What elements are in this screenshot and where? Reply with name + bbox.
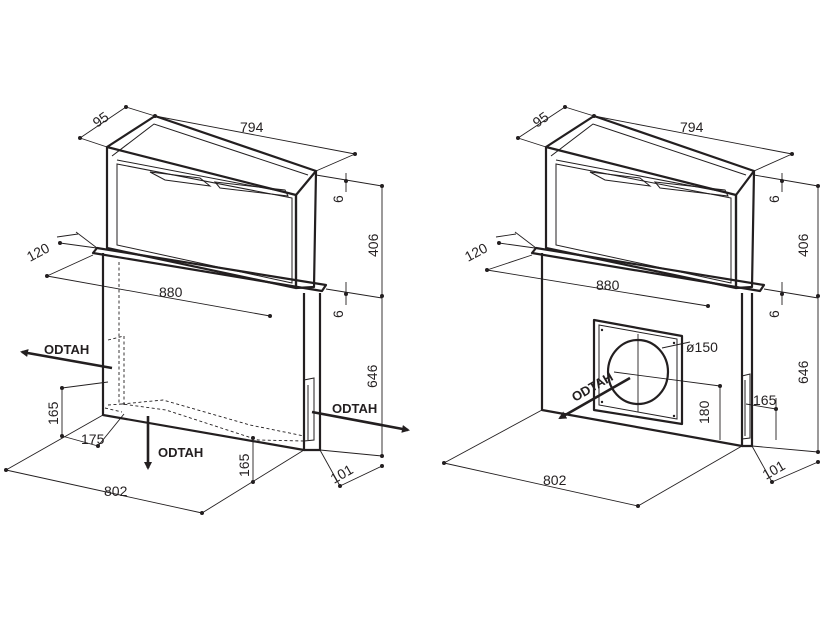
right-dim-646-label: 646	[795, 360, 811, 384]
right-flange	[530, 246, 766, 293]
right-dim-120-label: 120	[462, 239, 490, 264]
left-dim-406: 406	[365, 184, 384, 298]
left-dim-802: 802	[4, 414, 305, 515]
left-dim-101-label: 101	[328, 461, 356, 487]
left-flange	[91, 246, 328, 293]
right-dim-802: 802	[442, 409, 743, 508]
right-dim-180-label: 180	[696, 400, 712, 424]
left-dim-6-top: 6	[315, 173, 383, 203]
right-dim-6-top: 6	[753, 173, 819, 203]
right-dim-802-label: 802	[543, 472, 567, 488]
left-dim-880-label: 880	[159, 284, 183, 300]
right-dim-794-label: 794	[680, 119, 704, 135]
left-outlet-arrow-down: ODTAH	[144, 416, 203, 470]
left-dim-165-outlet: 165	[236, 436, 255, 484]
right-dim-diameter: ø150	[686, 339, 718, 355]
right-dim-165-side: 165	[745, 392, 778, 440]
left-upper-hood	[105, 114, 318, 290]
left-dim-165-outlet-label: 165	[236, 453, 252, 477]
left-outlet-arrow-left: ODTAH	[20, 342, 113, 370]
left-dim-165-base: 165	[45, 381, 109, 438]
left-dim-95-label: 95	[90, 108, 112, 130]
right-dim-6-mid-label: 6	[766, 310, 782, 318]
right-upper-hood	[544, 114, 756, 290]
right-dim-6-top-label: 6	[766, 195, 782, 203]
right-lower-cabinet	[540, 253, 754, 448]
left-dim-802-label: 802	[104, 483, 128, 499]
right-view: 95 794 6 406 1	[442, 105, 820, 508]
right-dim-165-side-label: 165	[753, 392, 777, 408]
left-dim-6-mid-label: 6	[330, 310, 346, 318]
left-dim-646: 646	[319, 298, 384, 458]
left-dim-406-label: 406	[365, 233, 381, 257]
right-dim-646: 646	[751, 298, 820, 454]
right-dim-95-label: 95	[530, 108, 552, 130]
right-dim-120: 120	[462, 231, 543, 265]
left-dim-880: 880	[45, 254, 272, 318]
left-outlet-left-label: ODTAH	[44, 342, 89, 357]
right-dim-180: 180	[696, 384, 722, 440]
left-dim-646-label: 646	[364, 364, 380, 388]
left-view: 95 794 6 406 1	[4, 105, 410, 515]
left-dim-794: 794	[153, 114, 357, 172]
left-outlet-arrow-right: ODTAH	[311, 401, 410, 433]
left-dim-120-label: 120	[24, 239, 52, 264]
left-dim-794-label: 794	[240, 119, 264, 135]
right-dim-406: 406	[795, 184, 820, 298]
right-dim-406-label: 406	[795, 233, 811, 257]
left-dim-6-mid: 6	[325, 282, 383, 318]
left-dim-165-base-label: 165	[45, 401, 61, 425]
left-outlet-right-label: ODTAH	[332, 401, 377, 416]
right-dim-6-mid: 6	[763, 282, 819, 318]
right-dim-794: 794	[592, 114, 794, 172]
right-dim-diameter-label: ø150	[686, 339, 718, 355]
left-dim-175-label: 175	[81, 431, 105, 447]
right-dim-101-label: 101	[760, 457, 788, 483]
left-dim-6-top-label: 6	[330, 195, 346, 203]
right-dim-880: 880	[485, 254, 710, 308]
right-outlet-plate	[592, 318, 721, 426]
left-outlet-down-label: ODTAH	[158, 445, 203, 460]
left-dim-120: 120	[24, 231, 105, 265]
right-dim-880-label: 880	[596, 277, 620, 293]
left-lower-cabinet	[101, 253, 322, 452]
left-dim-175: 175	[61, 413, 125, 448]
